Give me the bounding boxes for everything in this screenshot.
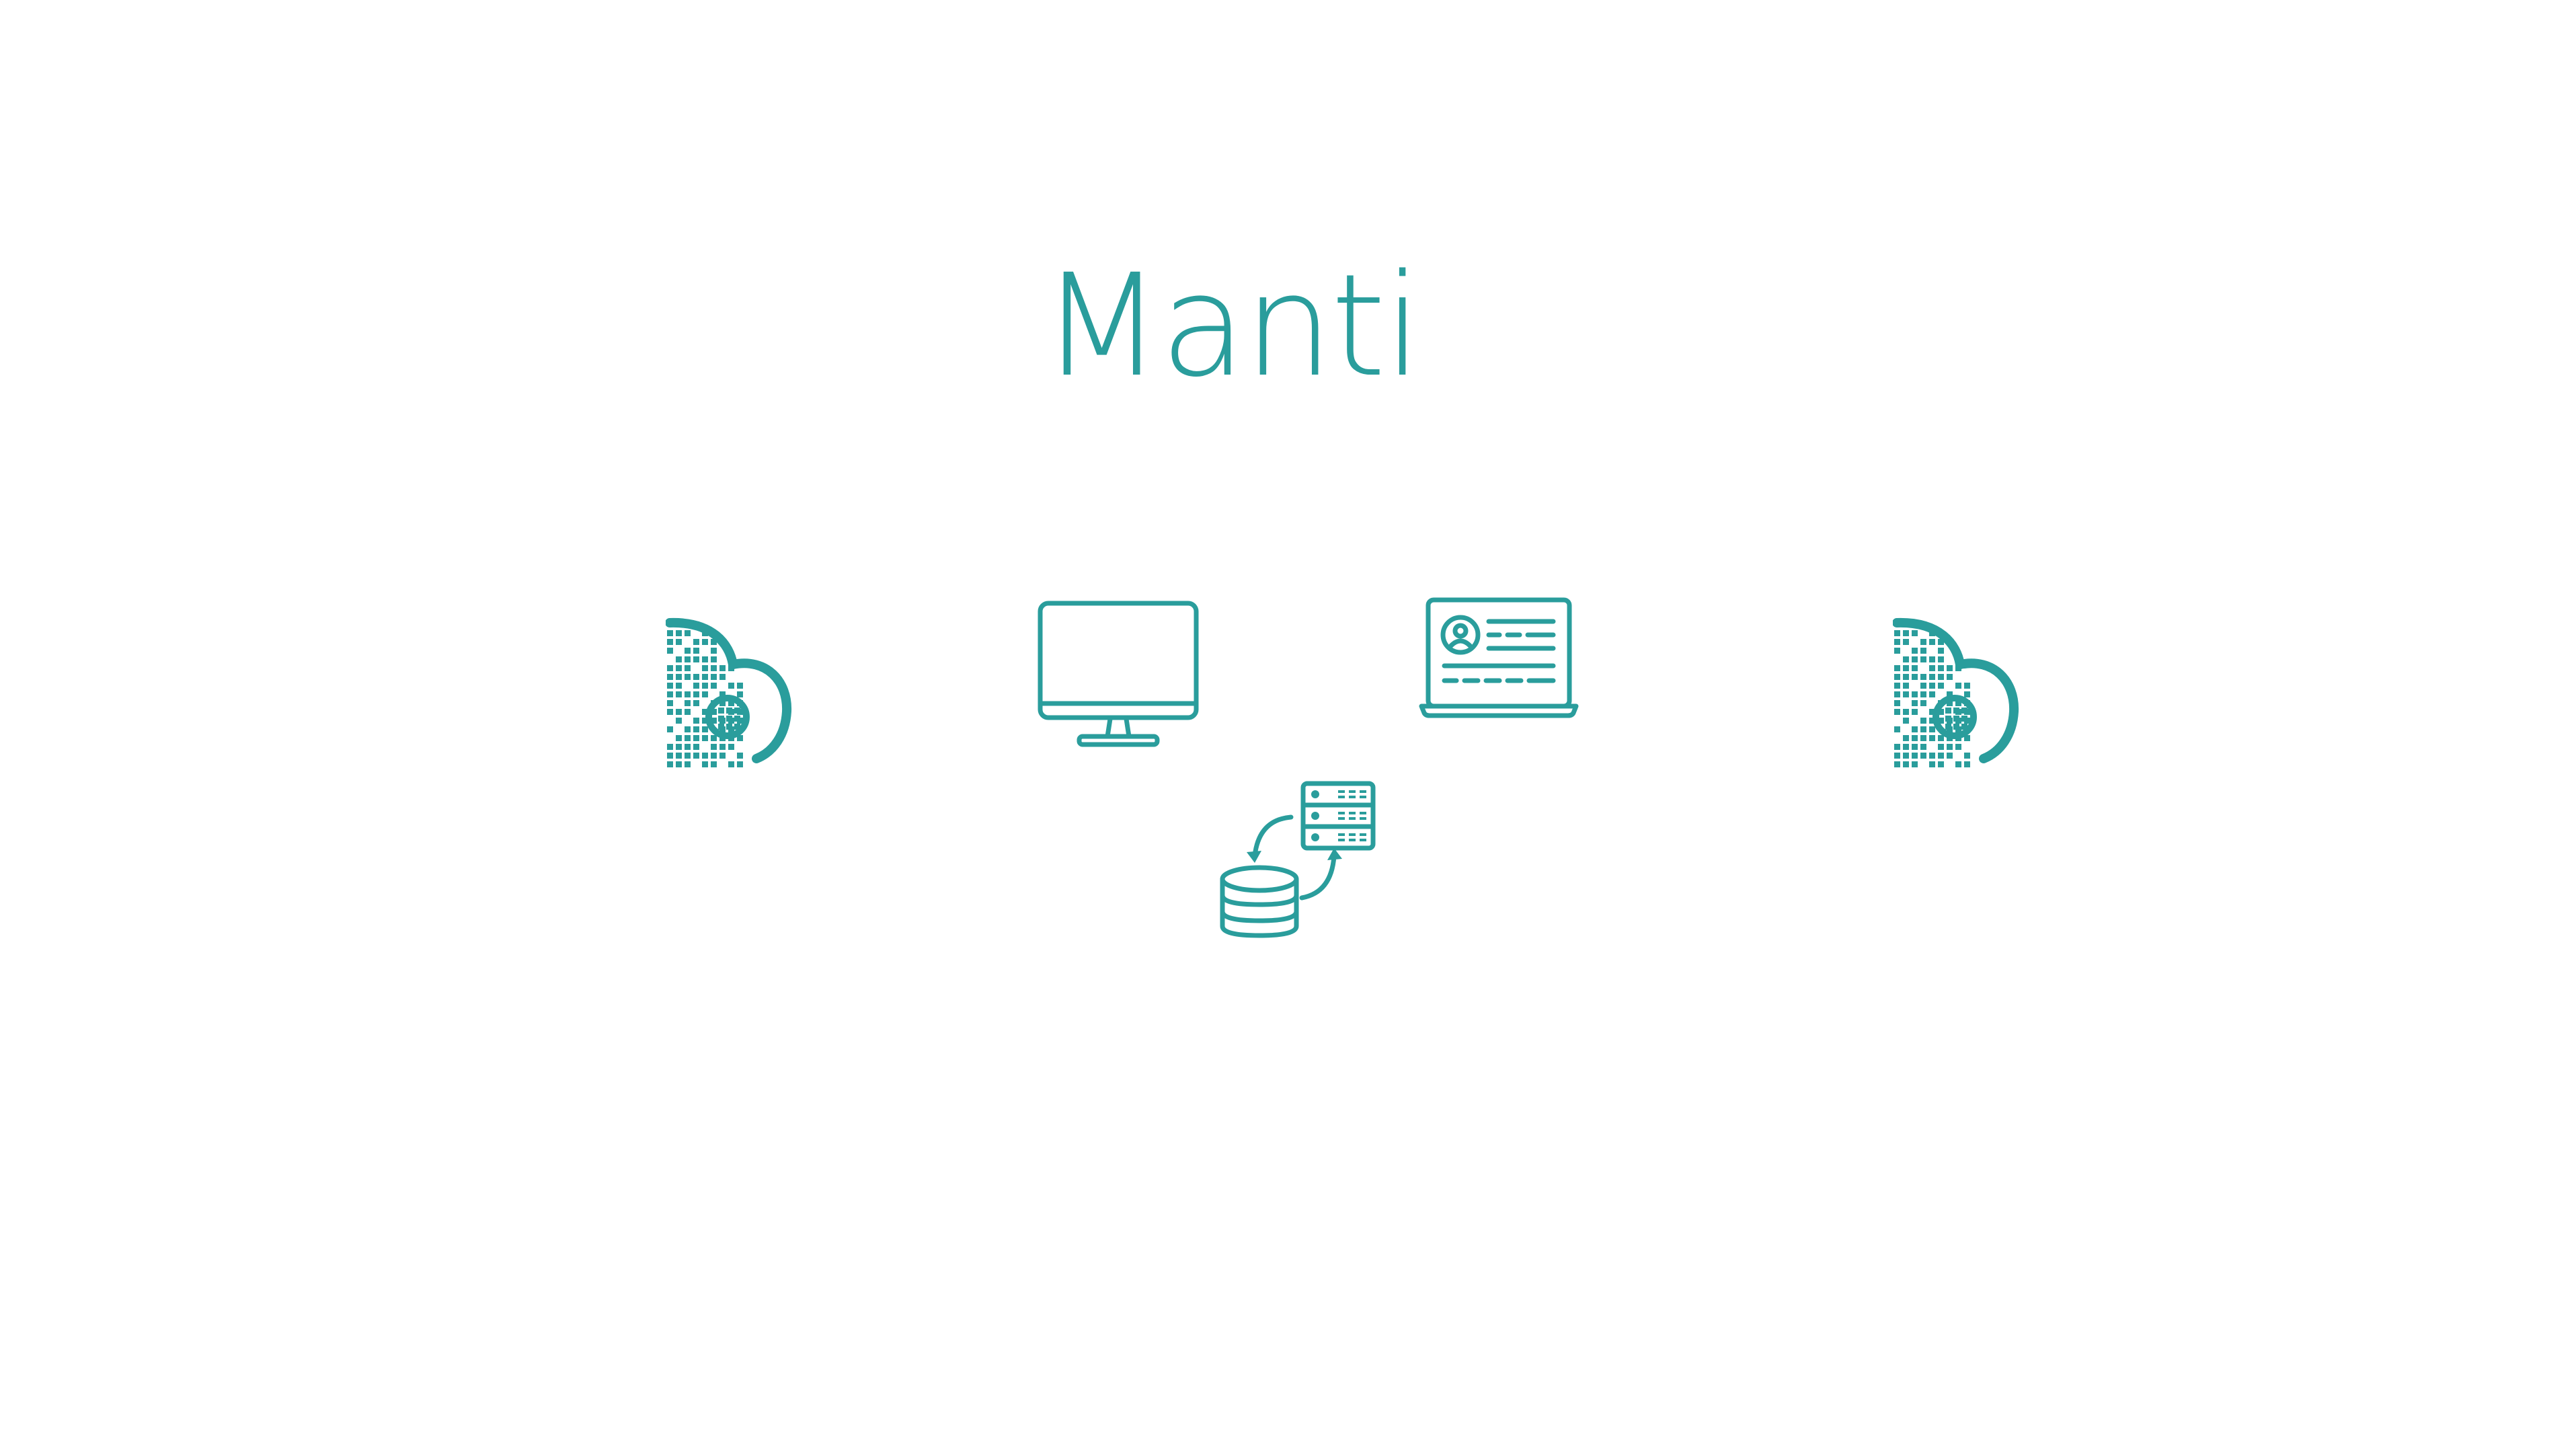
laptop-user-profile-icon bbox=[1419, 597, 1579, 718]
desktop-monitor-icon bbox=[1038, 601, 1199, 750]
cloud-pixelated-icon bbox=[666, 617, 793, 772]
database-server-sync-icon bbox=[1216, 777, 1377, 938]
cloud-pixelated-icon bbox=[1893, 617, 2021, 772]
slide-title: Manti bbox=[1041, 243, 1423, 408]
